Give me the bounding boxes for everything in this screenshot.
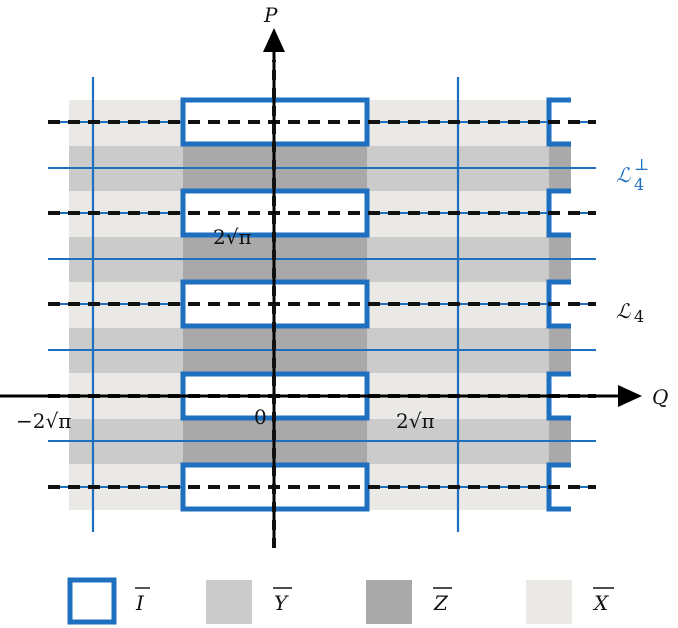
lattice-label-perp: ℒ ⊥ 4 xyxy=(616,155,649,194)
legend-swatch-y xyxy=(206,580,252,624)
perp-sup: ⊥ xyxy=(634,155,649,174)
tick-label-pos: 2√π xyxy=(396,409,435,433)
legend: I Y Z X xyxy=(67,577,614,625)
p-axis-label: P xyxy=(263,3,278,27)
tick-label-zero: 0 xyxy=(254,405,267,429)
tick-label-p: 2√π xyxy=(213,225,252,249)
legend-label-x: X xyxy=(592,591,609,615)
legend-label-z: Z xyxy=(433,591,449,615)
legend-swatch-z xyxy=(366,580,412,624)
legend-label-y: Y xyxy=(274,591,289,615)
plain-base: ℒ xyxy=(616,299,631,323)
plain-sub: 4 xyxy=(634,307,644,326)
lattice-label-plain: ℒ 4 xyxy=(616,299,644,326)
q-axis-label: Q xyxy=(652,385,668,409)
legend-swatch-i xyxy=(67,577,117,625)
q-axis-arrow-icon xyxy=(618,385,642,407)
tick-label-neg: −2√π xyxy=(16,409,71,433)
legend-swatch-x xyxy=(526,580,572,624)
axes xyxy=(0,28,642,548)
perp-base: ℒ xyxy=(616,163,631,187)
legend-label-i: I xyxy=(135,591,145,615)
perp-sub: 4 xyxy=(634,175,644,194)
p-axis-arrow-icon xyxy=(263,28,285,52)
